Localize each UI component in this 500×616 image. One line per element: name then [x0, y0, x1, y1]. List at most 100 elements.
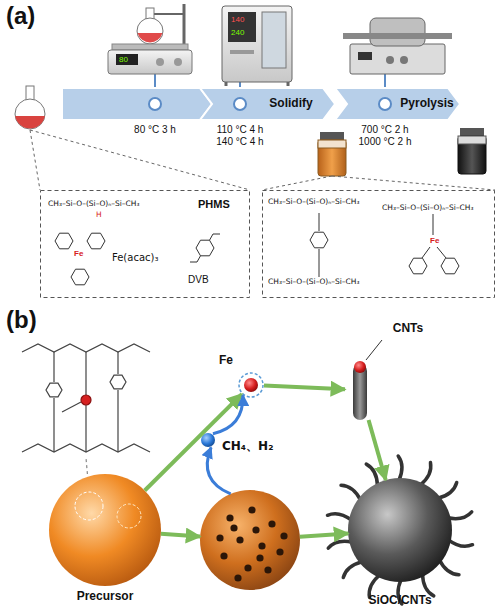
illustration-part	[350, 44, 445, 74]
illustration-part	[230, 50, 254, 54]
cnt-leader-line	[366, 340, 382, 360]
node-text: 700 °C 2 h 1000 °C 2 h	[352, 124, 418, 147]
illustration-part	[138, 33, 163, 42]
display-reading: 240	[231, 28, 244, 37]
illustration-part	[318, 140, 346, 176]
illustration-part	[458, 136, 486, 144]
process-arrow	[207, 447, 230, 494]
pore-dot	[234, 574, 241, 581]
illustration-part	[433, 214, 434, 235]
fe-particle-shape	[238, 372, 264, 398]
pore-dot	[264, 566, 271, 573]
reaction-flask	[15, 86, 45, 129]
illustration-part	[332, 176, 495, 190]
illustration-part	[112, 44, 188, 50]
composite-sphere-shape	[348, 478, 452, 582]
process-chevron: Solidify110 °C 4 h 140 °C 4 h	[200, 88, 335, 150]
sphere-body	[200, 490, 300, 590]
step-marker	[149, 98, 161, 110]
pore-dot	[280, 532, 287, 539]
illustration-part	[222, 6, 292, 82]
nanotube-strand	[448, 540, 472, 547]
nanotube-strand	[439, 560, 459, 575]
node-text: Precursor	[35, 590, 175, 604]
illustration-part	[458, 136, 486, 174]
display-reading: 140	[231, 15, 244, 24]
nanotube-strand	[343, 562, 362, 578]
precursor-sphere-shape	[49, 474, 161, 586]
node-text: CH₄、H₂	[222, 440, 273, 454]
display-reading: 80	[119, 55, 128, 64]
node-text: CNTs	[383, 322, 433, 336]
illustration-part	[386, 56, 394, 64]
pore-dot	[236, 536, 243, 543]
gas-molecule-shape	[200, 432, 216, 448]
process-arrow	[213, 395, 243, 433]
nanotube-strand	[423, 574, 434, 596]
pore-dot	[252, 526, 259, 533]
illustration-part	[228, 12, 256, 42]
illustration-part	[437, 247, 446, 258]
chevron-arrow	[62, 88, 212, 120]
panel-label: (a)	[6, 2, 35, 30]
porous-sphere	[200, 490, 300, 590]
nanotube-strand	[328, 541, 352, 548]
illustration-part	[30, 130, 40, 190]
illustration-part	[26, 86, 34, 100]
pore-dot	[258, 542, 265, 549]
nanotube-strand	[448, 512, 472, 519]
illustration-part	[370, 18, 425, 46]
precursor-sphere: Precursor	[49, 474, 161, 586]
illustration-part	[46, 383, 62, 397]
particle-halo	[239, 373, 263, 397]
illustration-part	[15, 116, 45, 129]
pore-dot	[226, 514, 233, 521]
illustration-part	[210, 234, 221, 240]
illustration-part	[225, 82, 228, 86]
structure-box: CH₃–Si–O–(Si–O)ₙ–Si–CH₃HPHMSFeFe(acac)₃D…	[40, 190, 250, 298]
zoom-circle	[117, 504, 141, 528]
pore-dot	[268, 520, 275, 527]
node-text: CH₃–Si–O–(Si–O)ₙ–Si–CH₃	[382, 204, 473, 213]
hotplate-stirrer	[108, 4, 192, 74]
nanotube-strand	[327, 514, 351, 521]
sphere-body	[348, 478, 452, 582]
orange-vial	[318, 132, 346, 176]
tube-furnace	[343, 18, 452, 74]
iron-ball	[244, 378, 258, 392]
chevron-arrow	[200, 88, 335, 120]
node-text: 80 °C 3 h	[110, 124, 200, 136]
illustration-part	[190, 256, 201, 262]
illustration-part	[22, 344, 150, 352]
illustration-part	[343, 33, 452, 39]
illustration-part	[183, 4, 186, 44]
step-marker	[234, 98, 246, 110]
illustration-part	[110, 375, 126, 389]
illustration-part	[71, 269, 89, 285]
process-arrow	[161, 534, 200, 537]
nanotube-strand	[366, 464, 377, 486]
zoom-circle	[75, 492, 103, 520]
node-text: CH₃–Si–O–(Si–O)ₙ–Si–CH₃	[268, 278, 359, 287]
process-chevron: 80 °C 3 h	[62, 88, 212, 150]
process-arrow	[145, 394, 242, 490]
illustration-part	[262, 176, 332, 190]
illustration-part	[81, 395, 91, 405]
illustration-part	[441, 258, 459, 274]
gas-molecule: CH₄、H₂	[200, 432, 216, 448]
illustration-part	[358, 52, 372, 60]
node-text: Fe	[430, 236, 439, 245]
illustration-part	[320, 132, 344, 140]
node-text: Fe	[214, 354, 238, 368]
illustration-part	[85, 405, 86, 452]
catalyst-tip	[354, 361, 366, 373]
illustration-part	[53, 352, 54, 382]
pore-dot	[216, 534, 223, 541]
node-text: 110 °C 4 h 140 °C 4 h	[207, 124, 273, 147]
node-text: CH₃–Si–O–(Si–O)ₙ–Si–CH₃	[48, 200, 139, 209]
pore-dot	[276, 548, 283, 555]
node-text: Pyrolysis	[397, 97, 457, 111]
illustration-part	[15, 99, 45, 129]
